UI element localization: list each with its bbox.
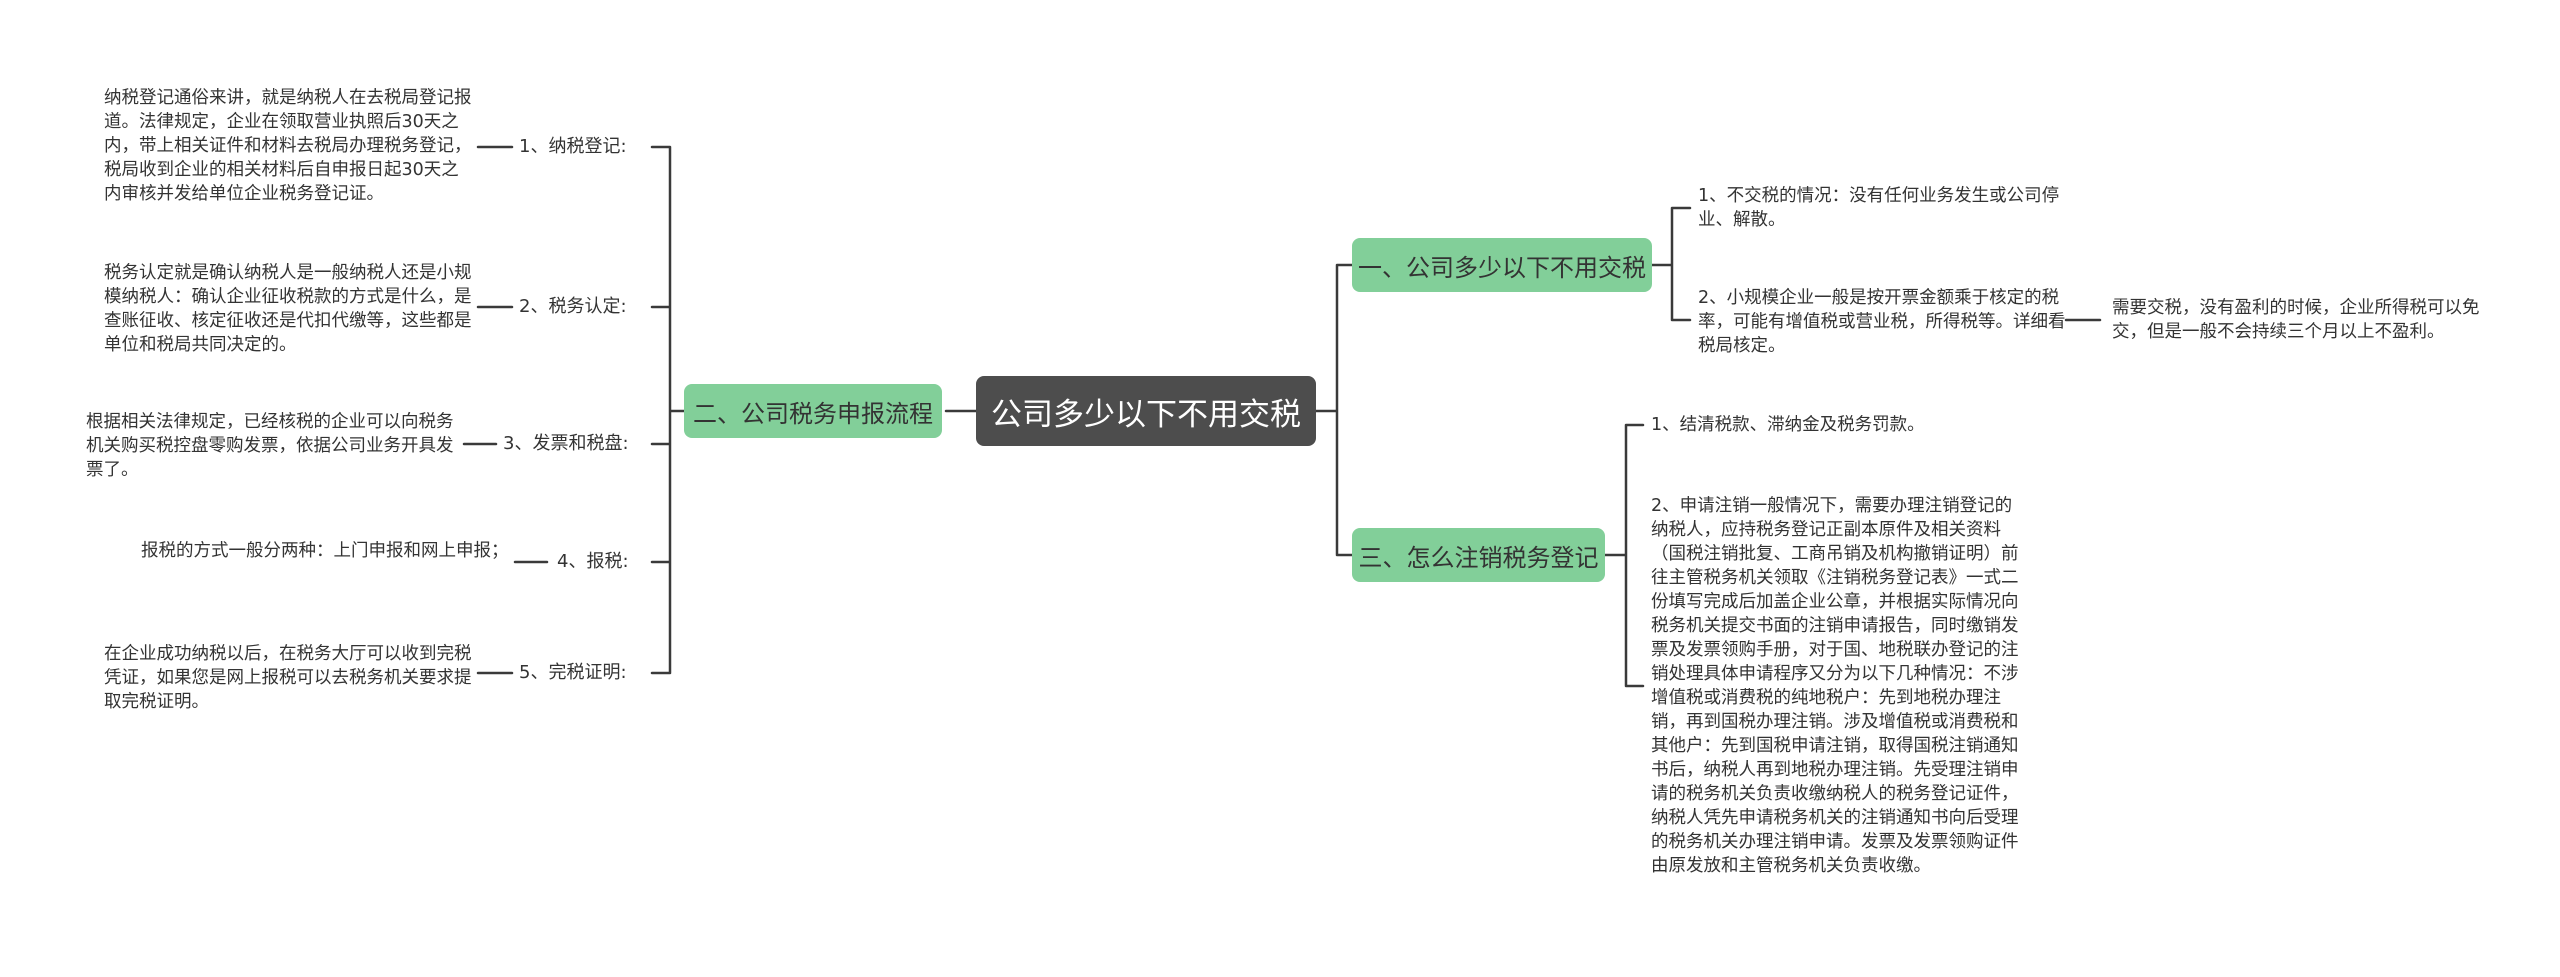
left-item-label-3: 3、发票和税盘:	[503, 433, 629, 454]
left-item-label-2: 2、税务认定:	[519, 296, 627, 317]
branch-cancel-tax-registration[interactable]: 三、怎么注销税务登记	[1352, 528, 1605, 582]
right2-item-text-2: 2、申请注销一般情况下，需要办理注销登记的纳税人，应持税务登记正副本原件及相关资…	[1651, 496, 2019, 876]
branch-no-tax-threshold[interactable]: 一、公司多少以下不用交税	[1352, 238, 1652, 292]
right2-item-text-1: 1、结清税款、滞纳金及税务罚款。	[1651, 415, 1925, 435]
left-item-text-3: 根据相关法律规定，已经核税的企业可以向税务机关购买税控盘零购发票，依据公司业务开…	[86, 412, 454, 480]
left-item-label-5: 5、完税证明:	[519, 662, 627, 683]
connector-left-trunk	[650, 145, 686, 675]
left-item-text-5: 在企业成功纳税以后，在税务大厅可以收到完税凭证，如果您是网上报税可以去税务机关要…	[104, 644, 472, 712]
connector-right1-trunk	[1650, 206, 1692, 322]
root-node[interactable]: 公司多少以下不用交税	[976, 376, 1316, 446]
branch-tax-filing-process[interactable]: 二、公司税务申报流程	[684, 384, 942, 438]
connector-root-right	[1314, 263, 1354, 557]
right1-item-note: 需要交税，没有盈利的时候，企业所得税可以免交，但是一般不会持续三个月以上不盈利。	[2112, 298, 2480, 342]
left-item-text-1: 纳税登记通俗来讲，就是纳税人在去税局登记报道。法律规定，企业在领取营业执照后30…	[104, 88, 472, 204]
left-item-text-2: 税务认定就是确认纳税人是一般纳税人还是小规模纳税人：确认企业征收税款的方式是什么…	[104, 263, 472, 355]
left-item-label-4: 4、报税:	[557, 551, 629, 572]
left-item-text-4: 报税的方式一般分两种：上门申报和网上申报；	[141, 541, 509, 561]
right1-item-text-1: 1、不交税的情况：没有任何业务发生或公司停业、解散。	[1698, 186, 2060, 230]
left-item-label-1: 1、纳税登记:	[519, 136, 627, 157]
connector-right2-trunk	[1603, 423, 1645, 688]
right1-item-text-2: 2、小规模企业一般是按开票金额乘于核定的税率，可能有增值税或营业税，所得税等。详…	[1698, 288, 2066, 356]
